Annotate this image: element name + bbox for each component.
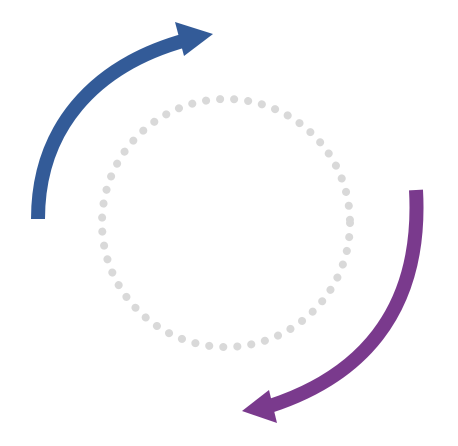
top-left-arrow-shaft — [31, 33, 188, 220]
top-left-curved-arrow — [31, 22, 213, 220]
curved-arrow-icon — [242, 390, 277, 423]
dotted-circle-icon — [98, 95, 354, 351]
bottom-right-curved-arrow — [242, 189, 424, 423]
curved-arrow-icon — [175, 22, 213, 56]
bottom-right-arrow-shaft — [267, 189, 424, 413]
